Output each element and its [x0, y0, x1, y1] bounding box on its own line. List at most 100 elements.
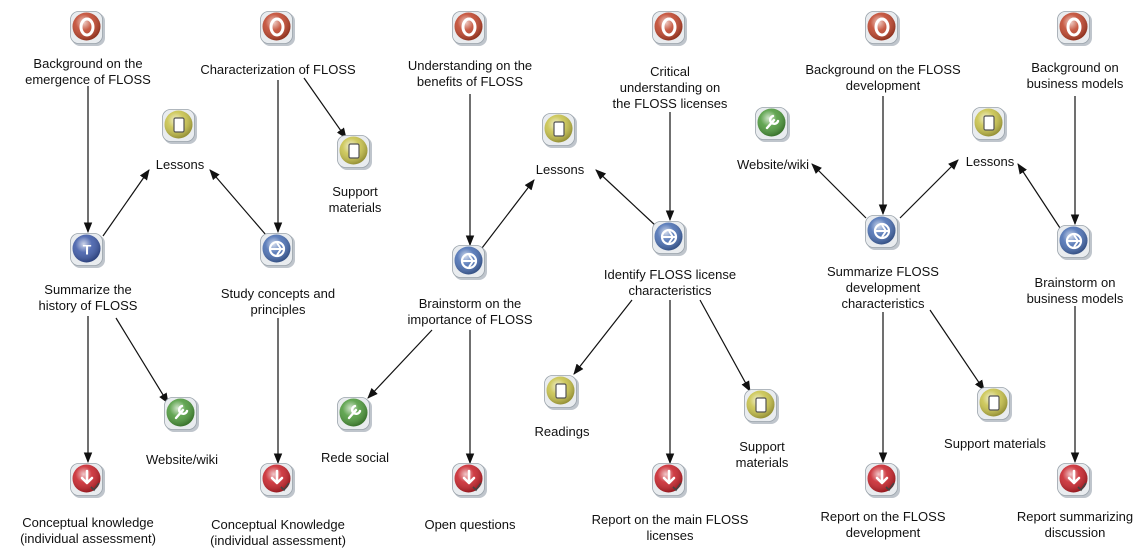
diagram-node-n18[interactable]: Support materials	[672, 387, 852, 470]
edge-n27-n22	[1017, 163, 1061, 229]
node-label: Characterization of FLOSS	[200, 62, 356, 77]
materials-icon	[905, 385, 1085, 423]
diagram-node-n10[interactable]: Understanding on the benefits of FLOSS	[380, 9, 560, 89]
activity-icon	[380, 243, 560, 281]
edge-n16-n18	[699, 299, 751, 392]
node-label: Background on business models	[1026, 60, 1124, 91]
node-label: Summarize the history of FLOSS	[38, 282, 138, 313]
test-icon: T	[0, 231, 178, 269]
diagram-node-n27[interactable]: Brainstorm on business models	[985, 223, 1140, 306]
edge-n23-n24	[929, 309, 985, 391]
node-label: Report on the main FLOSS licenses	[591, 512, 749, 543]
diagram-node-n22[interactable]: Lessons	[900, 105, 1080, 169]
assessment-icon	[985, 461, 1140, 499]
diagram-node-n19[interactable]: Report on the main FLOSS licenses	[580, 461, 760, 543]
diagram-node-n16[interactable]: Identify FLOSS license characteristics	[580, 219, 760, 298]
assessment-icon	[0, 461, 178, 499]
wrench-icon	[683, 105, 863, 143]
assessment-icon	[793, 461, 973, 499]
node-label: Lessons	[965, 154, 1015, 169]
edge-n16-n17	[573, 299, 633, 375]
diagram-node-n23[interactable]: Summarize FLOSS development characterist…	[793, 213, 973, 311]
edge-n23-n21	[811, 163, 867, 219]
node-label: Support materials	[944, 436, 1046, 451]
node-label: Lessons	[535, 162, 585, 177]
node-label: Summarize FLOSS development characterist…	[827, 264, 939, 311]
diagram-node-n1[interactable]: Background on the emergence of FLOSS	[0, 9, 178, 87]
node-label: Report summarizing discussion	[1016, 509, 1134, 540]
diagram-node-n7[interactable]: Website/wiki	[92, 395, 272, 467]
diagram-node-n2[interactable]: Characterization of FLOSS	[188, 9, 368, 77]
objective-icon	[380, 9, 560, 47]
activity-icon	[985, 223, 1140, 261]
materials-icon	[672, 387, 852, 425]
activity-icon	[793, 213, 973, 251]
materials-icon	[265, 133, 445, 171]
edge-n23-n22	[899, 159, 959, 219]
objective-icon	[188, 9, 368, 47]
node-label: Understanding on the benefits of FLOSS	[407, 58, 533, 89]
node-label: Readings	[534, 424, 590, 439]
activity-icon	[580, 219, 760, 257]
node-label: Conceptual knowledge (individual assessm…	[20, 515, 156, 546]
diagram-node-n11[interactable]: Brainstorm on the importance of FLOSS	[380, 243, 560, 327]
node-label: Conceptual Knowledge (individual assessm…	[210, 517, 346, 548]
diagram-node-n25[interactable]: Report on the FLOSS development	[793, 461, 973, 540]
objective-icon	[985, 9, 1140, 47]
node-label: Study concepts and principles	[220, 286, 336, 317]
assessment-icon	[188, 461, 368, 499]
node-label: Brainstorm on the importance of FLOSS	[407, 296, 533, 327]
diagram-node-n26[interactable]: Background on business models	[985, 9, 1140, 91]
edge-layer	[83, 77, 1080, 465]
diagram-node-n24[interactable]: Support materials	[905, 385, 1085, 451]
lesson-icon	[90, 107, 270, 145]
node-label: Identify FLOSS license characteristics	[603, 267, 737, 298]
diagram-node-n28[interactable]: Report summarizing discussion	[985, 461, 1140, 540]
node-label: Website/wiki	[736, 157, 809, 172]
lesson-icon	[900, 105, 1080, 143]
diagram-node-n17[interactable]: Readings	[472, 373, 652, 439]
edge-n5-n7	[115, 317, 169, 404]
diagram-node-n13[interactable]: Open questions	[380, 461, 560, 532]
assessment-icon	[380, 461, 560, 499]
diagram-node-n12[interactable]: Rede social	[265, 395, 445, 465]
activity-icon	[188, 231, 368, 269]
node-label: Brainstorm on business models	[1026, 275, 1124, 306]
readings-icon	[472, 373, 652, 411]
diagram-node-n14[interactable]: Lessons	[470, 111, 650, 177]
node-label: Report on the FLOSS development	[820, 509, 946, 540]
diagram-node-n3[interactable]: Lessons	[90, 107, 270, 172]
lesson-icon	[470, 111, 650, 149]
wrench-icon	[92, 395, 272, 433]
objective-icon	[580, 9, 760, 47]
edge-n16-n14	[595, 169, 657, 227]
svg-text:T: T	[83, 242, 92, 258]
diagram-node-n9[interactable]: Conceptual Knowledge (individual assessm…	[188, 461, 368, 548]
node-label: Critical understanding on the FLOSS lice…	[612, 64, 728, 111]
edge-n11-n12	[367, 329, 433, 399]
objective-icon	[0, 9, 178, 47]
diagram-node-n21[interactable]: Website/wiki	[683, 105, 863, 172]
node-label: Support materials	[328, 184, 382, 215]
edge-n11-n14	[481, 179, 535, 249]
edge-n5-n3	[102, 169, 150, 237]
diagram-node-n6[interactable]: Study concepts and principles	[188, 231, 368, 317]
diagram-node-n15[interactable]: Critical understanding on the FLOSS lice…	[580, 9, 760, 111]
node-label: Background on the emergence of FLOSS	[25, 56, 151, 87]
diagram-node-n5[interactable]: T Summarize the history of FLOSS	[0, 231, 178, 313]
node-label: Lessons	[155, 157, 205, 172]
node-label: Background on the FLOSS development	[805, 62, 961, 93]
objective-icon	[793, 9, 973, 47]
diagram-node-n4[interactable]: Support materials	[265, 133, 445, 215]
node-label: Website/wiki	[145, 452, 218, 467]
diagram-node-n8[interactable]: Conceptual knowledge (individual assessm…	[0, 461, 178, 546]
diagram-node-n20[interactable]: Background on the FLOSS development	[793, 9, 973, 93]
edge-n2-n4	[303, 77, 347, 139]
node-label: Open questions	[424, 517, 516, 532]
edge-n6-n3	[209, 169, 267, 236]
node-label: Rede social	[321, 450, 389, 465]
node-label: Support materials	[735, 439, 789, 470]
assessment-icon	[580, 461, 760, 499]
wrench-icon	[265, 395, 445, 433]
